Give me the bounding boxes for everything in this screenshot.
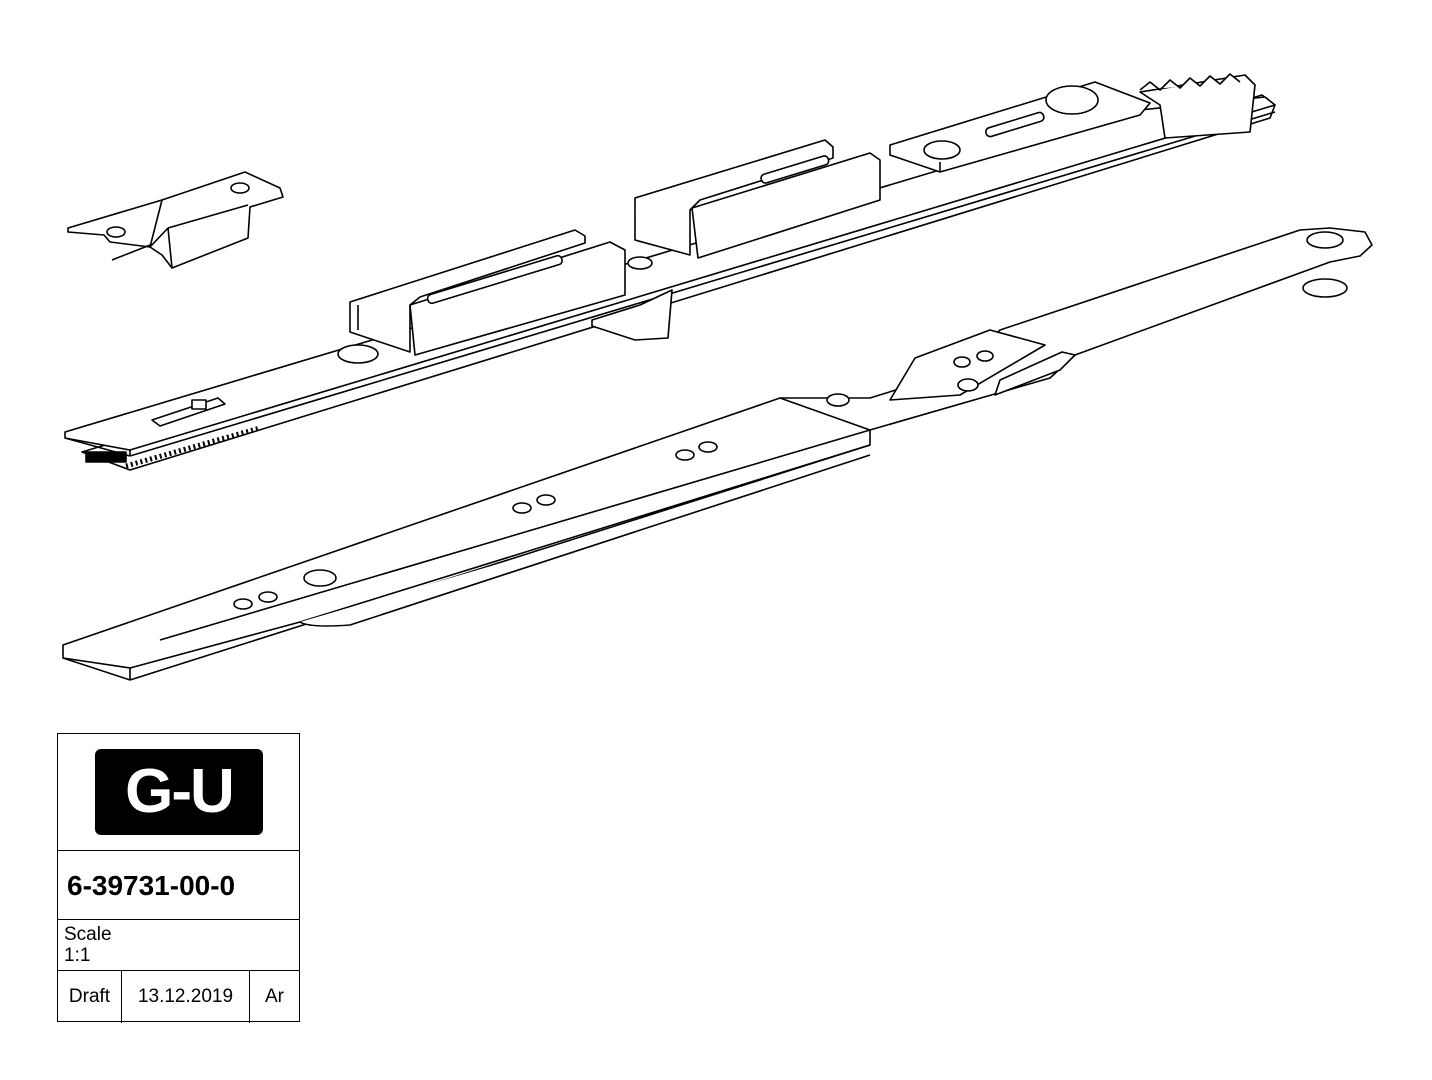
clip-part (67, 171, 284, 269)
info-row: Draft 13.12.2019 Ar (58, 971, 299, 1023)
lower-bar (62, 227, 1373, 681)
author: Ar (265, 986, 284, 1007)
date: 13.12.2019 (122, 971, 250, 1023)
scale-cell: Scale 1:1 (58, 920, 299, 971)
scale-label: Scale (64, 924, 112, 945)
scale-value: 1:1 (64, 945, 91, 966)
technical-drawing (62, 73, 1373, 681)
logo-cell: G-U (58, 734, 299, 851)
upper-rail (64, 73, 1276, 471)
title-block: G-U 6-39731-00-0 Scale 1:1 Draft 13.12.2… (57, 733, 300, 1023)
part-number: 6-39731-00-0 (58, 851, 299, 920)
company-logo: G-U (95, 749, 263, 835)
status: Draft (58, 971, 122, 1023)
